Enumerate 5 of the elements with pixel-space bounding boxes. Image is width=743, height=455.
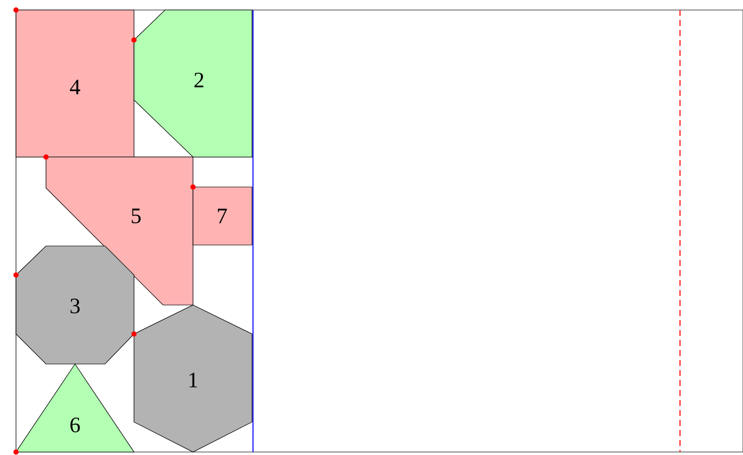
octagon-piece: 3 (16, 246, 134, 364)
hexagon-piece: 1 (134, 304, 252, 452)
octagon-piece: 2 (134, 10, 252, 158)
rectangle-piece: 7 (192, 186, 252, 246)
rectangle-piece: 4 (16, 10, 134, 158)
